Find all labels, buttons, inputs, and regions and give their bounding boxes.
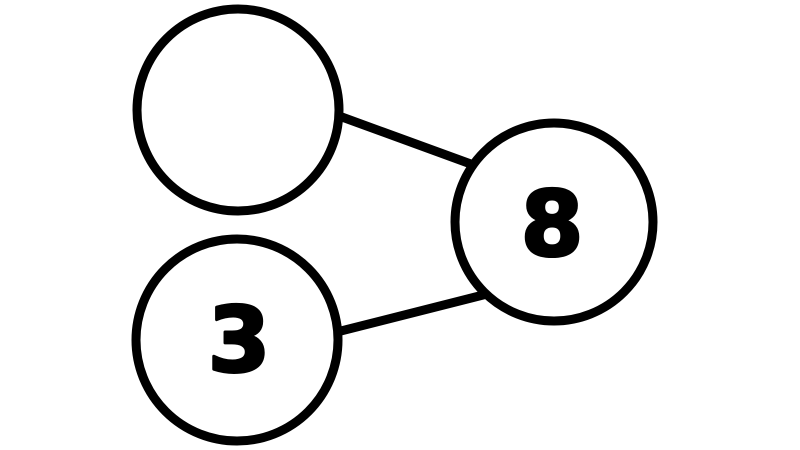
part-circle-3-outline <box>131 234 343 446</box>
whole-value-8: 8 <box>521 172 584 277</box>
part-circle-3: 3 <box>131 234 343 446</box>
connector-line-bottom <box>320 287 500 340</box>
part-circle-empty-outline <box>132 4 344 216</box>
whole-circle-8-outline <box>450 118 658 326</box>
whole-circle-8: 8 <box>450 118 658 326</box>
part-value-3: 3 <box>208 288 271 393</box>
connector-line-top <box>315 104 495 176</box>
part-circle-empty[interactable] <box>132 4 344 216</box>
